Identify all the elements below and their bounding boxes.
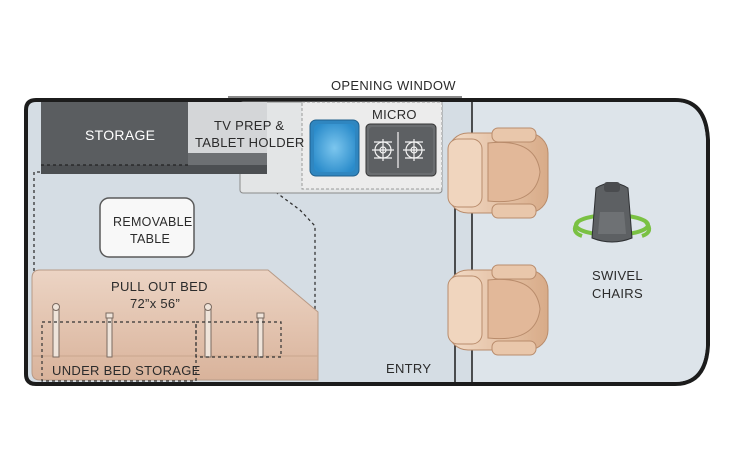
bed-size-label: 72”x 56” [130,296,181,311]
storage-label: STORAGE [85,127,156,143]
storage-cabinet-edge [41,165,267,174]
under-bed-storage-outline [41,321,197,382]
swivel-label-line1: SWIVEL [592,268,643,283]
cab-seat-icon [447,127,549,219]
storage-cabinet [41,102,188,174]
cab-seat-icon [447,264,549,356]
opening-window-label: OPENING WINDOW [331,78,456,93]
under-bed-storage-label: UNDER BED STORAGE [52,363,201,378]
swivel-chair-icon [572,182,652,243]
bed-slats [52,303,265,358]
removable-table-label-line1: REMOVABLE [113,215,193,229]
cooktop-icon [365,123,437,177]
pull-out-bed-label-line1: PULL OUT BED [111,279,208,294]
removable-table-label-line2: TABLE [130,232,171,246]
tv-prep-label-line1: TV PREP & [214,118,285,133]
pull-out-bed [31,269,319,381]
swivel-label-line2: CHAIRS [592,286,643,301]
sink-icon [309,119,360,177]
bed-extension-dashed [33,171,40,375]
micro-label: MICRO [372,107,417,122]
tv-prep-label-line2: TABLET HOLDER [195,135,305,150]
entry-label: ENTRY [386,361,432,376]
removable-table [99,197,195,258]
